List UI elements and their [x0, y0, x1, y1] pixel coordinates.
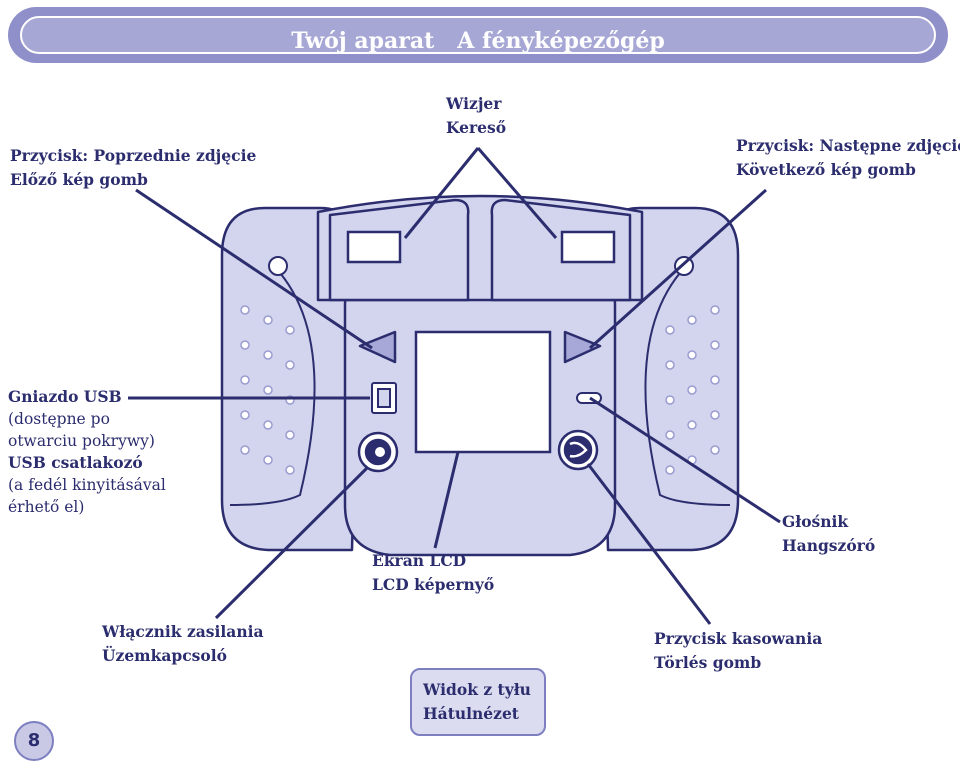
usb-socket-icon — [377, 388, 391, 408]
page-title: Twój aparat A fényképezőgép — [291, 28, 665, 54]
viewfinder-window-left — [346, 230, 402, 264]
next-photo-button — [563, 330, 602, 364]
grip-dots — [240, 305, 720, 475]
previous-photo-button — [358, 330, 397, 364]
right-grip-arc — [644, 261, 731, 506]
page-number: 8 — [14, 721, 54, 761]
title-banner-frame: Twój aparat A fényképezőgép — [20, 16, 936, 54]
leader-lines — [128, 147, 781, 625]
lcd-screen — [414, 330, 552, 454]
label-usb-port: Gniazdo USB (dostępne po otwarciu pokryw… — [8, 387, 166, 516]
viewfinder-window-right — [560, 230, 616, 264]
title-banner: Twój aparat A fényképezőgép — [8, 7, 948, 63]
left-strap-lug — [268, 256, 288, 276]
